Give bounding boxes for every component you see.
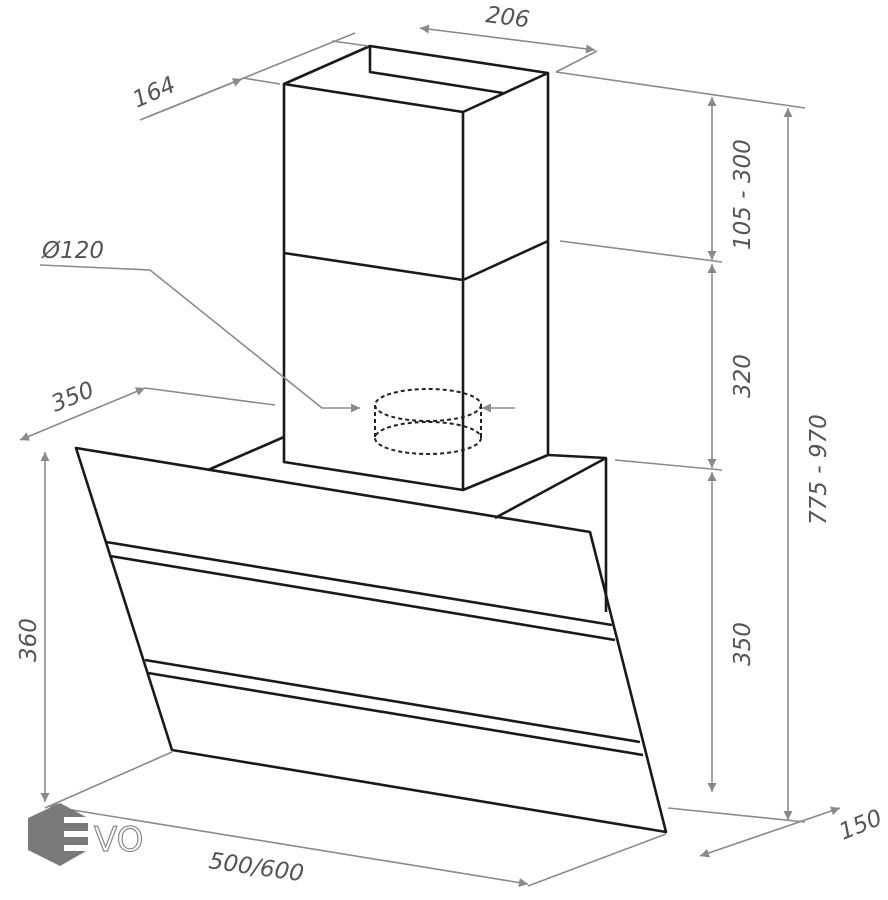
dimension-lines <box>19 24 841 887</box>
front-glass-panel <box>74 446 668 834</box>
dim-duct-diameter: Ø120 <box>41 238 104 264</box>
dim-hood-height: 360 <box>16 618 42 662</box>
dim-206: 206 <box>484 2 531 33</box>
stripe-upper <box>105 540 616 642</box>
chimney <box>282 44 550 492</box>
duct-outlet <box>374 388 482 455</box>
evo-logo: VO <box>28 803 144 866</box>
dim-body-height: 350 <box>730 622 756 666</box>
svg-text:VO: VO <box>94 820 143 860</box>
stripe-lower <box>144 658 644 757</box>
hood-body <box>74 435 668 834</box>
dim-bottom-depth: 150 <box>836 805 886 846</box>
dim-upper-chimney: 105 - 300 <box>730 139 756 250</box>
dim-total-height: 775 - 970 <box>806 414 832 525</box>
dim-lower-chimney: 320 <box>730 354 756 398</box>
dim-width: 500/600 <box>207 848 305 887</box>
